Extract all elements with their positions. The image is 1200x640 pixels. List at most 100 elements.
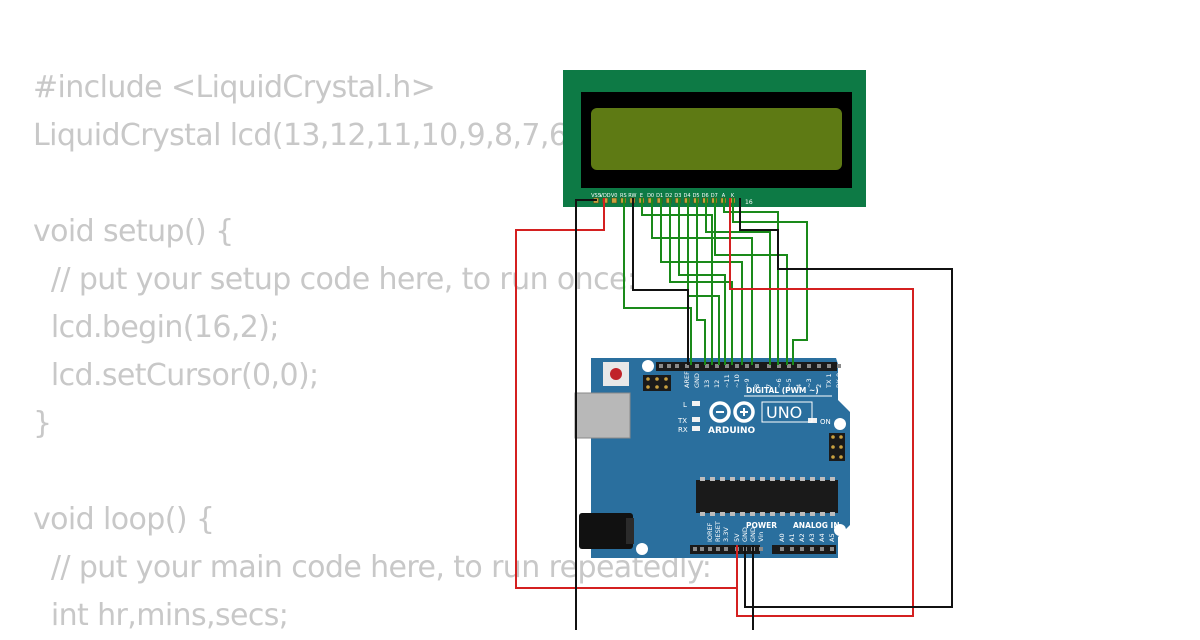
digital-pin[interactable] — [787, 364, 791, 368]
digital-pin[interactable] — [777, 364, 781, 368]
lcd-pin-label: RW — [628, 193, 636, 199]
wire-black-k — [739, 198, 953, 608]
digital-pin[interactable] — [817, 364, 821, 368]
icsp-header — [643, 375, 671, 391]
lcd-pin-label: VDD — [600, 193, 611, 199]
chip-pin — [730, 477, 735, 481]
analog-pin-label: A0 — [778, 533, 786, 542]
digital-pin[interactable] — [827, 364, 831, 368]
power-pin[interactable] — [759, 547, 763, 551]
mounting-hole — [636, 543, 648, 555]
chip-pin — [760, 512, 765, 516]
lcd-pin[interactable] — [611, 197, 617, 204]
power-pin[interactable] — [708, 547, 712, 551]
power-pin-label: Vin — [757, 532, 765, 542]
reset-button-cap — [610, 368, 622, 380]
digital-pin-label: 4 — [795, 384, 803, 388]
lcd-pin[interactable] — [666, 197, 672, 204]
mounting-hole — [834, 418, 846, 430]
digital-pin-label: TX 1 — [825, 373, 833, 389]
chip-pin — [750, 512, 755, 516]
digital-pin[interactable] — [685, 364, 689, 368]
digital-pin[interactable] — [807, 364, 811, 368]
digital-pin[interactable] — [725, 364, 729, 368]
uno-label-box — [761, 401, 813, 423]
digital-pin[interactable] — [837, 364, 841, 368]
lcd-pin-label: D4 — [683, 193, 690, 199]
led-label-rx: RX — [678, 426, 688, 434]
lcd-pin-label: RS — [620, 193, 627, 199]
digital-pin[interactable] — [745, 364, 749, 368]
led-rx-icon — [692, 426, 700, 431]
chip-pin — [770, 477, 775, 481]
wire-green-d4 — [687, 198, 720, 365]
lcd-pin-label: VSS — [591, 193, 601, 199]
analog-pin-label: A3 — [808, 533, 816, 542]
wire-green-d1 — [660, 198, 743, 365]
digital-header[interactable] — [656, 362, 841, 371]
led-label-on: ON — [820, 418, 831, 426]
mounting-hole — [642, 360, 654, 372]
analog-pin[interactable] — [830, 547, 834, 551]
lcd-pin[interactable] — [647, 197, 654, 204]
digital-pin-label: ~9 — [743, 378, 751, 388]
code-line: } — [33, 406, 52, 441]
chip-pin — [830, 512, 835, 516]
power-pin[interactable] — [693, 547, 697, 551]
lcd-pin[interactable] — [602, 197, 608, 204]
power-pin-label: RESET — [714, 521, 722, 542]
analog-pin-label: A5 — [828, 533, 836, 542]
chip-pin — [820, 512, 825, 516]
wire-green-d3 — [678, 198, 726, 365]
wire-green-d2 — [669, 198, 733, 365]
analog-pin[interactable] — [780, 547, 784, 551]
digital-pin[interactable] — [675, 364, 679, 368]
digital-pin[interactable] — [695, 364, 699, 368]
lcd-pin-end-label: 16 — [745, 199, 753, 206]
led-label-tx: TX — [677, 417, 687, 425]
lcd-pin-label: K — [731, 193, 735, 199]
digital-pin[interactable] — [767, 364, 771, 368]
chip-pin — [740, 477, 745, 481]
lcd-screen — [591, 108, 842, 170]
digital-pin[interactable] — [705, 364, 709, 368]
wires — [515, 198, 953, 630]
digital-pin[interactable] — [735, 364, 739, 368]
wire-red-backlight — [729, 198, 914, 617]
lcd-pin[interactable] — [675, 197, 681, 204]
analog-pin[interactable] — [790, 547, 794, 551]
code-line: LiquidCrystal lcd(13,12,11,10,9,8,7,6); — [33, 118, 589, 153]
digital-pin[interactable] — [667, 364, 671, 368]
analog-pin[interactable] — [810, 547, 814, 551]
chip-pin — [780, 512, 785, 516]
power-pin[interactable] — [724, 547, 728, 551]
led-l-icon — [692, 401, 700, 406]
digital-pin[interactable] — [659, 364, 663, 368]
chip-pin — [830, 477, 835, 481]
chip-pin — [750, 477, 755, 481]
digital-pin-label: 12 — [713, 380, 721, 388]
analog-pin[interactable] — [820, 547, 824, 551]
digital-pin[interactable] — [715, 364, 719, 368]
digital-pin[interactable] — [755, 364, 759, 368]
chip-pin — [720, 512, 725, 516]
analog-pin[interactable] — [800, 547, 804, 551]
mounting-hole — [834, 524, 846, 536]
digital-pin-label: 7 — [765, 384, 773, 388]
analog-pin-label: A1 — [788, 533, 796, 542]
power-pin[interactable] — [716, 547, 720, 551]
digital-pin[interactable] — [797, 364, 801, 368]
wire-black-rw — [632, 198, 689, 365]
brand-label: ARDUINO — [708, 426, 756, 436]
wire-green-d0 — [651, 198, 753, 365]
power-pin-label: 5V — [733, 533, 741, 542]
chip-pin — [710, 477, 715, 481]
lcd-pin[interactable] — [656, 197, 663, 204]
power-pin[interactable] — [700, 547, 704, 551]
digital-pin-label: RX 0 — [835, 373, 843, 388]
barrel-jack — [579, 513, 633, 549]
